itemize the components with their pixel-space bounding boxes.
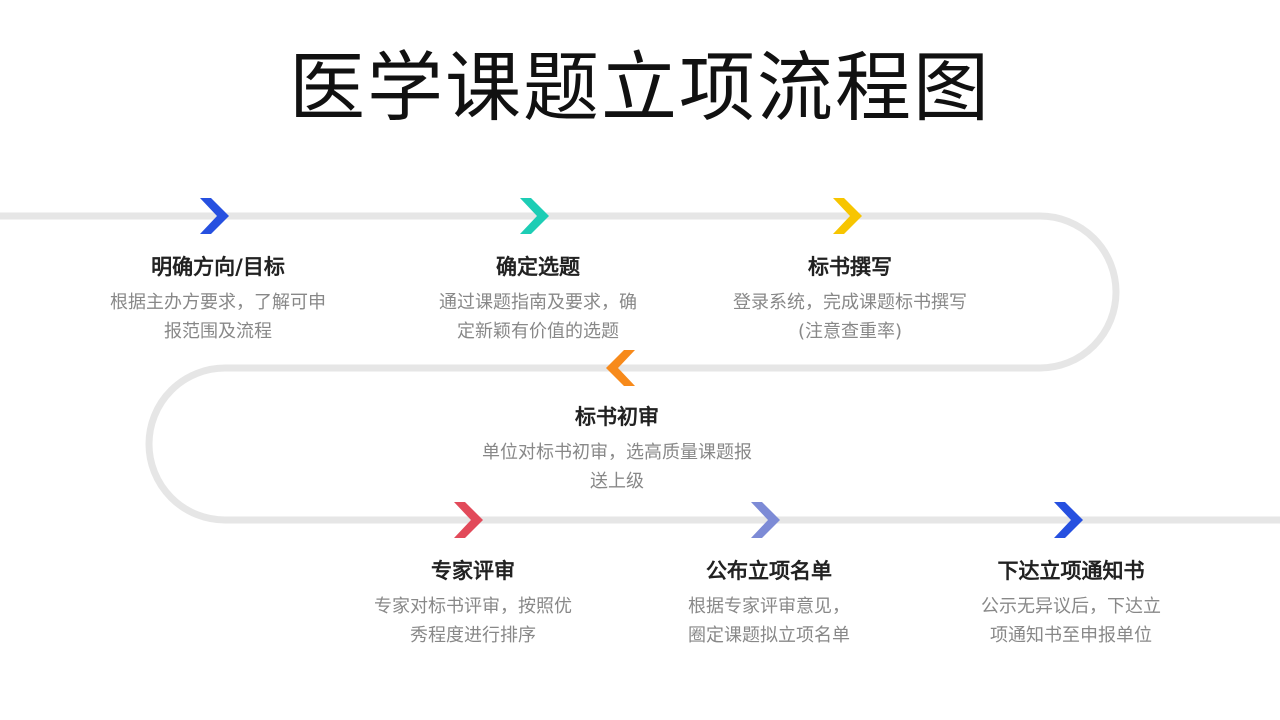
step-name: 确定选题 (496, 255, 580, 279)
flow-track (0, 212, 1280, 524)
chevron-left-icon (606, 350, 635, 386)
chevron-right-icon (751, 502, 780, 538)
step-issue-notice: 下达立项通知书 公示无异议后，下达立 项通知书至申报单位 (906, 556, 1236, 650)
step-name: 标书初审 (575, 405, 659, 429)
step-initial-review: 标书初审 单位对标书初审，选高质量课题报 送上级 (452, 402, 782, 496)
step-define-goal: 明确方向/目标 根据主办方要求，了解可申 报范围及流程 (53, 252, 383, 346)
step-name: 公布立项名单 (706, 559, 832, 583)
step-desc: 公示无异议后，下达立 项通知书至申报单位 (981, 596, 1161, 646)
chevron-right-icon (454, 502, 483, 538)
step-desc: 通过课题指南及要求，确 定新颖有价值的选题 (439, 292, 637, 342)
step-select-topic: 确定选题 通过课题指南及要求，确 定新颖有价值的选题 (373, 252, 703, 346)
chevron-right-icon (833, 198, 862, 234)
step-desc: 单位对标书初审，选高质量课题报 送上级 (482, 442, 752, 492)
step-name: 下达立项通知书 (997, 559, 1145, 583)
step-desc: 专家对标书评审，按照优 秀程度进行排序 (374, 596, 572, 646)
step-desc: 根据专家评审意见， 圈定课题拟立项名单 (688, 596, 850, 646)
page-title: 医学课题立项流程图 (289, 43, 991, 132)
step-name: 标书撰写 (808, 255, 892, 279)
step-desc: 登录系统，完成课题标书撰写 (注意查重率) (733, 292, 967, 342)
chevron-right-icon (200, 198, 229, 234)
step-name: 明确方向/目标 (151, 255, 285, 279)
step-expert-review: 专家评审 专家对标书评审，按照优 秀程度进行排序 (308, 556, 638, 650)
step-publish-list: 公布立项名单 根据专家评审意见， 圈定课题拟立项名单 (604, 556, 934, 650)
step-write-proposal: 标书撰写 登录系统，完成课题标书撰写 (注意查重率) (685, 252, 1015, 346)
chevron-right-icon (520, 198, 549, 234)
step-desc: 根据主办方要求，了解可申 报范围及流程 (110, 292, 326, 342)
step-name: 专家评审 (431, 559, 515, 583)
chevron-right-icon (1054, 502, 1083, 538)
